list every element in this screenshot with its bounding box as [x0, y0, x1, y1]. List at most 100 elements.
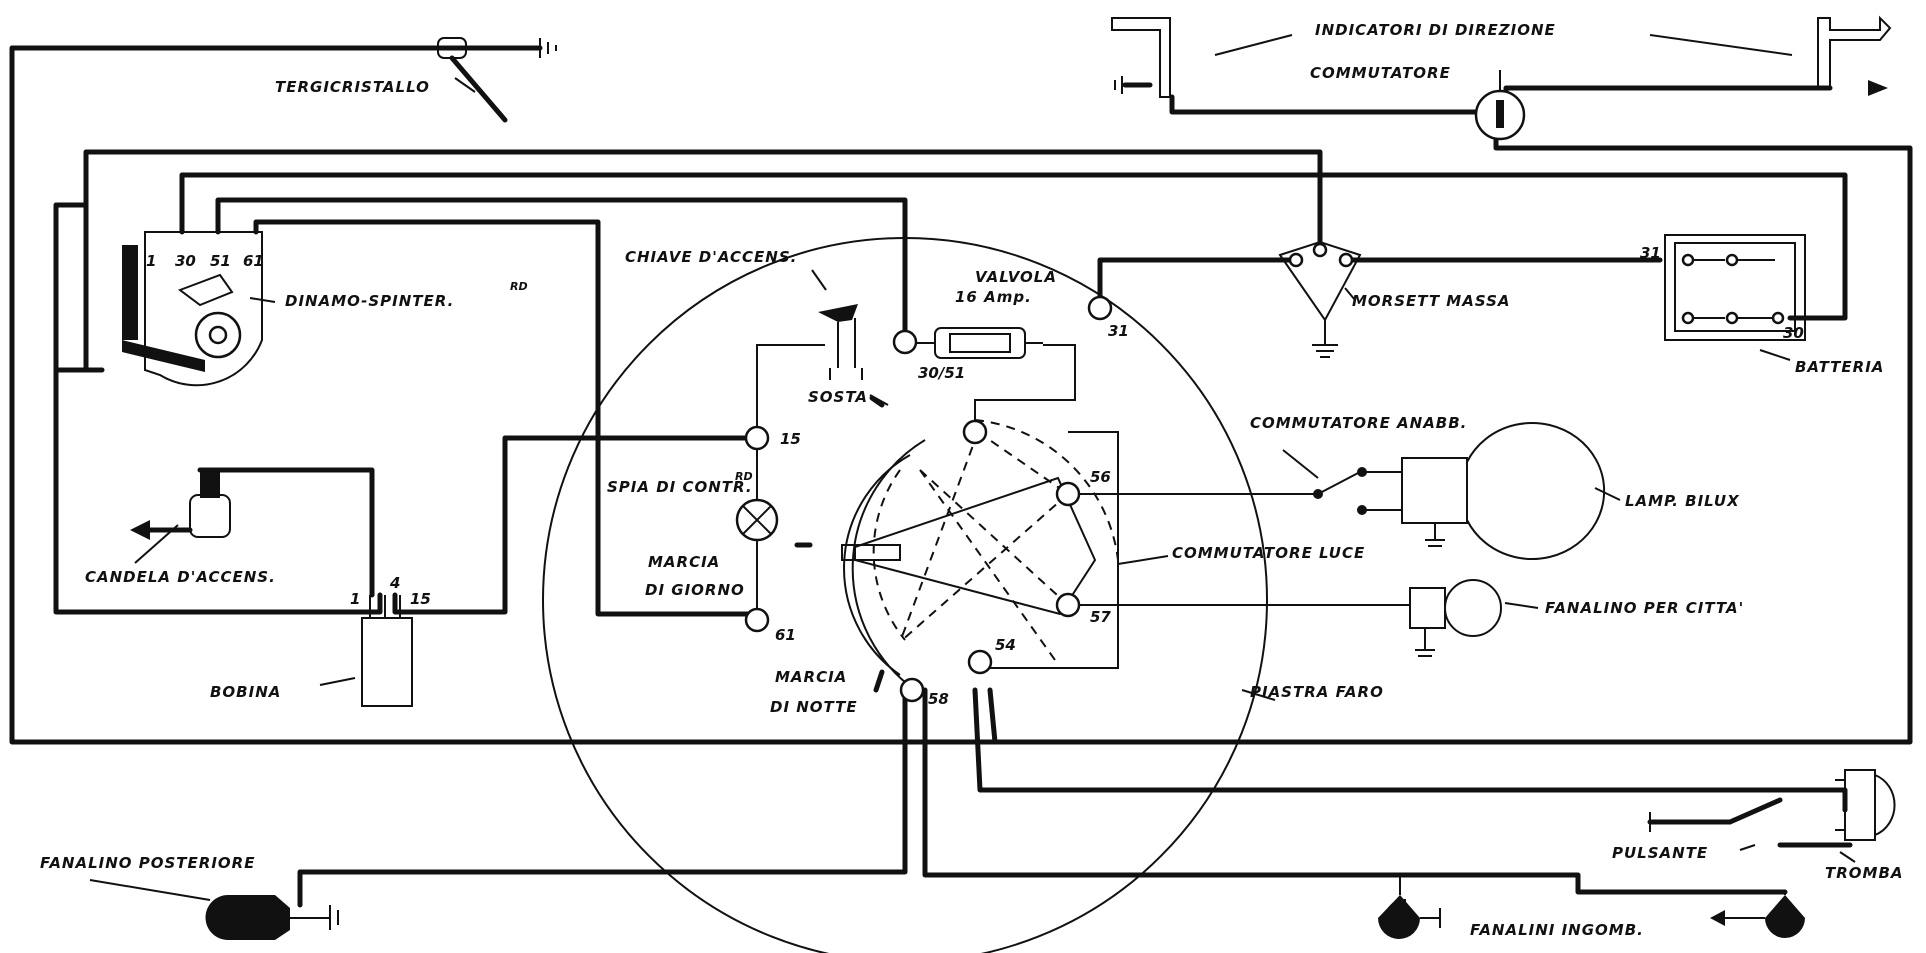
candela-accensione	[130, 470, 231, 540]
num-d1: 1	[146, 252, 156, 270]
plate-wire-15	[756, 344, 825, 438]
labels: TERGICRISTALLO INDICATORI DI DIREZIONE C…	[40, 21, 1904, 939]
fanalino-posteriore	[205, 895, 339, 940]
ingomb-left-wire	[1399, 875, 1441, 928]
leader-comm-luce	[1117, 555, 1169, 565]
post-body	[205, 895, 290, 940]
citta-ground	[1415, 628, 1435, 657]
bilux-ground	[1425, 523, 1445, 547]
num-d61: 61	[243, 252, 264, 270]
switch-lever	[854, 476, 1097, 616]
wires	[9, 45, 1913, 908]
key-leads	[829, 368, 863, 380]
leader-post	[89, 879, 211, 901]
morsett-ground	[1312, 320, 1338, 358]
candela-body	[189, 494, 231, 538]
dinamo-hub	[208, 325, 228, 345]
ingomb-right-wire	[1720, 892, 1786, 919]
fuse-body	[934, 327, 1026, 359]
label-batteria: BATTERIA	[1795, 358, 1884, 376]
piastra-faro-circle	[542, 237, 1268, 953]
citta-socket	[1409, 587, 1446, 629]
num-57: 57	[1090, 608, 1111, 626]
num-b30: 30	[1783, 324, 1804, 342]
switch-dashes-2	[872, 419, 1119, 641]
dinamo-body	[144, 231, 263, 387]
num-58: 58	[928, 690, 949, 708]
batteria-outer	[1664, 234, 1806, 341]
label-marcia-giorno-2: DI GIORNO	[645, 581, 745, 599]
terminal-58	[899, 677, 925, 703]
leader-lines	[89, 34, 1856, 901]
dinamo-cam	[177, 273, 234, 307]
label-comm-luce: COMMUTATORE LUCE	[1172, 544, 1365, 562]
batteria-t1	[1681, 253, 1695, 267]
label-candela: CANDELA D'ACCENS.	[85, 568, 276, 586]
anabb-leads	[1362, 471, 1402, 511]
terminal-54	[967, 649, 993, 675]
num-56: 56	[1090, 468, 1111, 486]
terminal-31	[1087, 295, 1113, 321]
label-tromba: TROMBA	[1825, 864, 1904, 882]
tergi-ground	[539, 38, 557, 58]
num-spia-sup: RD	[735, 470, 753, 483]
num-bob1: 1	[350, 590, 360, 608]
pulsante	[1649, 797, 1783, 832]
bobina	[361, 595, 413, 707]
morsett-massa	[1278, 240, 1362, 358]
label-indicatori: INDICATORI DI DIREZIONE	[1315, 21, 1556, 39]
wire-58-rear	[297, 687, 908, 908]
wire-bobina-left	[53, 367, 383, 615]
leader-dinamo	[249, 297, 276, 303]
terminal-57	[1055, 592, 1081, 618]
leader-bobina	[319, 677, 356, 686]
label-morsett: MORSETT MASSA	[1352, 292, 1511, 310]
bobina-body	[361, 617, 413, 707]
leader-tergi	[454, 77, 476, 93]
mark-notte	[873, 669, 885, 693]
ingomb-right-arrow	[1710, 910, 1725, 926]
ingomb-left-bulb	[1378, 895, 1420, 939]
num-d51: 51	[210, 252, 231, 270]
commutatore-switch-lever	[1496, 100, 1504, 128]
plate-wire-valvola	[974, 344, 1076, 430]
bilux-socket	[1401, 457, 1468, 524]
valvola-fuse	[916, 327, 1043, 359]
label-spia: SPIA DI CONTR.	[607, 478, 753, 496]
wire-54-horn	[972, 687, 1848, 813]
indicator-right-arrow	[1868, 80, 1888, 96]
batteria	[1664, 234, 1806, 341]
wire-candela	[197, 467, 375, 598]
num-dinamo-sup: RD	[510, 280, 528, 293]
wire-58-ingomb	[922, 687, 1788, 895]
indicatori-direzione	[1111, 15, 1892, 141]
dinamo-spinter	[122, 231, 263, 387]
switch-arc	[851, 439, 926, 691]
fanalini-ingombro	[1378, 875, 1805, 939]
commutatore-luce	[841, 419, 1119, 691]
leader-morsett	[1344, 287, 1356, 301]
label-sosta: SOSTA	[808, 388, 868, 406]
batteria-t2	[1725, 253, 1739, 267]
candela-top	[200, 470, 220, 498]
switch-arc-inner	[843, 454, 911, 676]
indicator-left	[1111, 17, 1171, 98]
indicator-right	[1817, 15, 1892, 89]
terminal-3051	[892, 329, 918, 355]
tromba-mount	[1835, 779, 1845, 831]
switch-arrow	[841, 544, 901, 561]
label-dinamo: DINAMO-SPINTER.	[285, 292, 454, 310]
num-bob4: 4	[389, 574, 400, 592]
batteria-t5	[1771, 311, 1785, 325]
leader-indic-l	[1214, 34, 1293, 56]
morsett-body	[1278, 240, 1362, 322]
label-comm-anabb: COMMUTATORE ANABB.	[1250, 414, 1467, 432]
label-piastra: PIASTRA FARO	[1250, 683, 1384, 701]
lamp-bilux	[1080, 422, 1606, 560]
leader-batteria	[1759, 349, 1791, 361]
bilux-bulb	[1466, 422, 1606, 560]
terminal-numbers: 1 30 51 61 RD 30/51 31 15 61 56 57 54 58…	[146, 244, 1804, 708]
label-marcia-notte-2: DI NOTTE	[770, 698, 858, 716]
wire-dinamo-30	[179, 172, 1848, 321]
